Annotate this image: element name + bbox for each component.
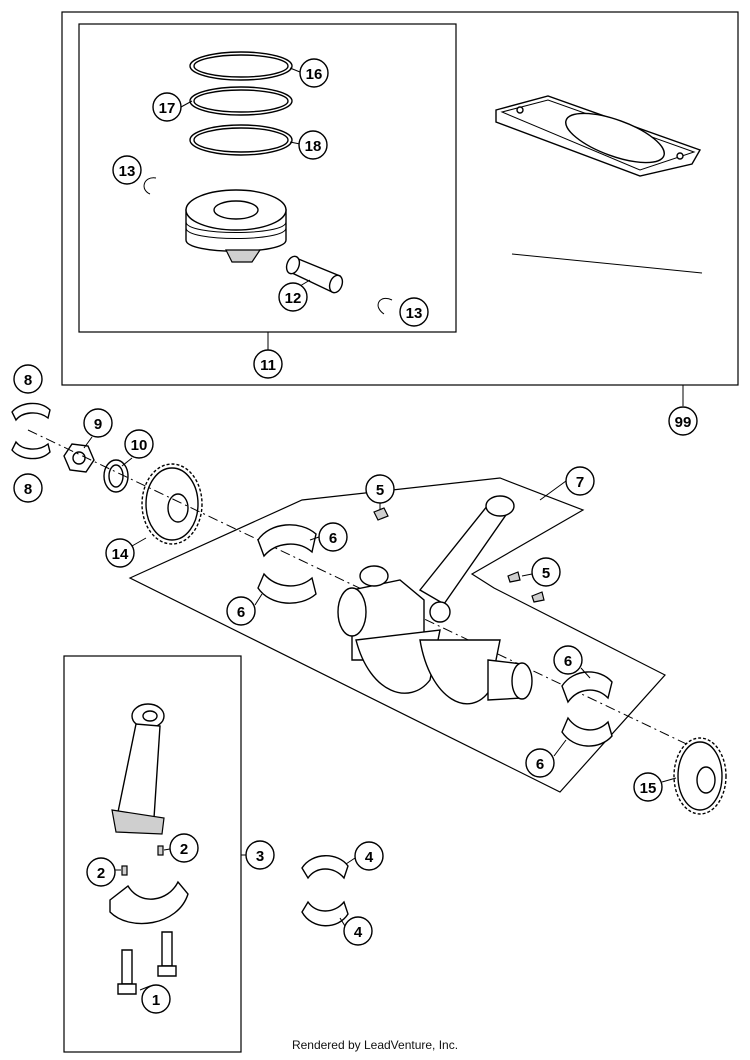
conrod-cap bbox=[109, 880, 189, 925]
callout-2-upper: 2 bbox=[163, 833, 199, 863]
main-bearing-shells-left bbox=[11, 402, 51, 460]
svg-text:3: 3 bbox=[256, 848, 264, 865]
kit-99-frame bbox=[61, 11, 739, 386]
circlip-left bbox=[143, 177, 157, 195]
head-gasket bbox=[495, 95, 702, 177]
callout-8-lower: 8 bbox=[13, 473, 43, 503]
piston-pin bbox=[285, 255, 344, 294]
crankshaft bbox=[337, 495, 533, 705]
callout-9: 9 bbox=[83, 408, 113, 449]
callout-6-b: 6 bbox=[226, 593, 263, 626]
svg-text:6: 6 bbox=[536, 756, 544, 773]
woodruff-key-upper bbox=[373, 507, 389, 521]
rod-bearing-shells bbox=[301, 855, 349, 927]
callout-5-upper: 5 bbox=[365, 474, 395, 510]
gear-15 bbox=[673, 737, 727, 815]
svg-text:12: 12 bbox=[285, 290, 302, 307]
nut bbox=[63, 443, 95, 473]
svg-text:6: 6 bbox=[564, 653, 572, 670]
main-bearing-shells-6-left bbox=[257, 524, 317, 604]
svg-text:15: 15 bbox=[640, 780, 657, 797]
svg-text:10: 10 bbox=[131, 437, 148, 454]
circlip-right bbox=[377, 298, 393, 315]
callout-11: 11 bbox=[253, 349, 283, 379]
callout-14: 14 bbox=[105, 537, 147, 568]
rendered-by-credit: Rendered by LeadVenture, Inc. bbox=[291, 1038, 459, 1052]
callout-17: 17 bbox=[152, 92, 193, 122]
svg-text:7: 7 bbox=[576, 474, 584, 491]
dowel-pin-lower bbox=[121, 865, 128, 876]
callout-13-lower: 13 bbox=[399, 297, 429, 327]
svg-text:8: 8 bbox=[24, 481, 32, 498]
svg-text:5: 5 bbox=[376, 482, 384, 499]
svg-text:17: 17 bbox=[159, 100, 176, 117]
svg-text:11: 11 bbox=[260, 357, 276, 374]
svg-text:13: 13 bbox=[406, 305, 423, 322]
svg-text:8: 8 bbox=[24, 372, 32, 389]
callout-4-lower: 4 bbox=[339, 916, 373, 946]
callout-2-lower: 2 bbox=[86, 857, 121, 887]
dowel-pin-upper bbox=[157, 845, 164, 856]
svg-text:2: 2 bbox=[180, 841, 188, 858]
callout-3: 3 bbox=[245, 840, 275, 870]
main-bearing-shells-6-right bbox=[561, 671, 613, 747]
svg-text:16: 16 bbox=[306, 66, 323, 83]
svg-text:9: 9 bbox=[94, 416, 102, 433]
callout-7: 7 bbox=[565, 466, 595, 496]
piston-rings bbox=[189, 51, 293, 156]
callout-12: 12 bbox=[278, 279, 311, 312]
connecting-rod bbox=[111, 703, 165, 835]
svg-text:1: 1 bbox=[152, 992, 160, 1009]
conrod-bolts bbox=[117, 931, 177, 995]
callout-13-upper: 13 bbox=[112, 155, 142, 185]
callout-4-upper: 4 bbox=[345, 841, 384, 871]
callout-16: 16 bbox=[289, 58, 329, 88]
conrod-kit-frame bbox=[63, 655, 242, 1053]
callout-6-c: 6 bbox=[553, 645, 591, 679]
woodruff-key-lower-1 bbox=[507, 571, 521, 583]
woodruff-key-lower-2 bbox=[531, 591, 545, 603]
svg-text:5: 5 bbox=[542, 565, 550, 582]
callout-6-a: 6 bbox=[309, 522, 348, 552]
callout-8-upper: 8 bbox=[13, 364, 43, 394]
callout-15: 15 bbox=[633, 772, 677, 802]
svg-text:6: 6 bbox=[237, 604, 245, 621]
svg-text:4: 4 bbox=[354, 924, 363, 941]
svg-text:6: 6 bbox=[329, 530, 337, 547]
callouts: 16 17 18 13 12 13 11 99 8 9 10 8 14 5 7 … bbox=[13, 58, 698, 1014]
svg-text:4: 4 bbox=[365, 849, 374, 866]
callout-10: 10 bbox=[121, 429, 154, 467]
gear-14 bbox=[141, 463, 203, 545]
base-gasket bbox=[511, 253, 703, 274]
callout-5-lower: 5 bbox=[521, 557, 561, 587]
callout-99: 99 bbox=[668, 406, 698, 436]
callout-18: 18 bbox=[289, 130, 328, 160]
callout-6-d: 6 bbox=[525, 739, 567, 778]
svg-text:2: 2 bbox=[97, 865, 105, 882]
svg-text:18: 18 bbox=[305, 138, 322, 155]
svg-text:99: 99 bbox=[675, 414, 692, 431]
callout-1: 1 bbox=[139, 984, 171, 1014]
svg-text:14: 14 bbox=[112, 546, 129, 563]
svg-text:13: 13 bbox=[119, 163, 136, 180]
piston bbox=[185, 189, 287, 263]
